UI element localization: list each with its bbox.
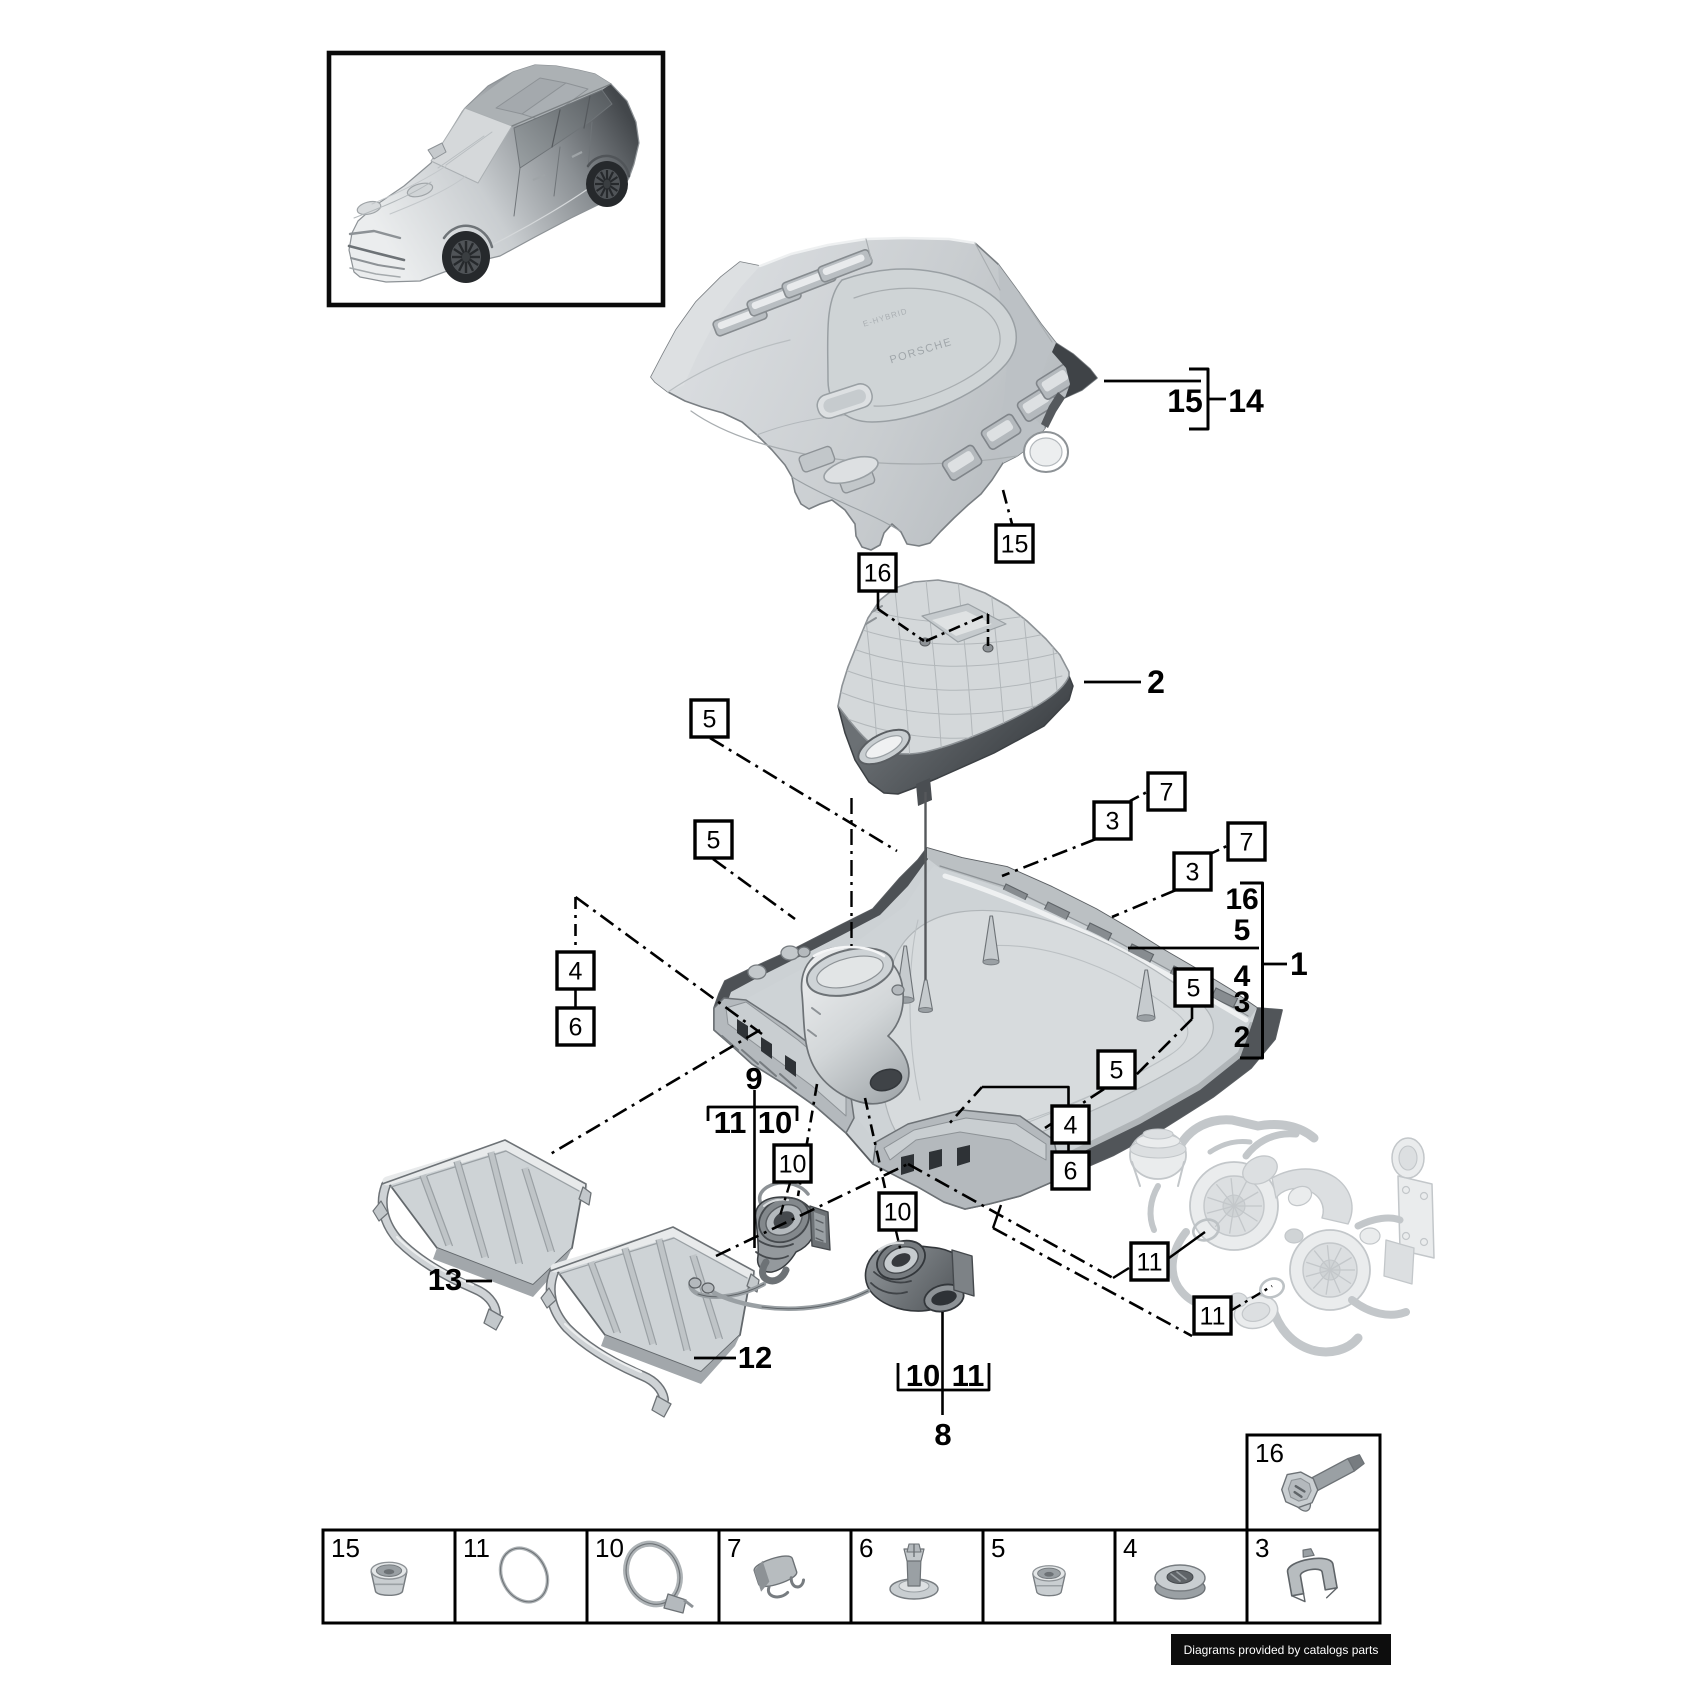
svg-text:5: 5 bbox=[1110, 1057, 1124, 1085]
svg-text:3: 3 bbox=[1106, 808, 1120, 836]
svg-text:6: 6 bbox=[859, 1533, 873, 1563]
svg-text:4: 4 bbox=[569, 958, 583, 986]
svg-text:11: 11 bbox=[952, 1358, 985, 1393]
svg-text:15: 15 bbox=[1001, 531, 1029, 559]
svg-text:3: 3 bbox=[1234, 986, 1251, 1019]
svg-text:8: 8 bbox=[934, 1417, 951, 1452]
svg-text:6: 6 bbox=[1064, 1158, 1078, 1186]
svg-text:13: 13 bbox=[428, 1262, 462, 1297]
svg-text:10: 10 bbox=[758, 1105, 792, 1140]
svg-text:3: 3 bbox=[1186, 859, 1200, 887]
svg-text:16: 16 bbox=[864, 560, 892, 588]
svg-text:16: 16 bbox=[1255, 1438, 1284, 1468]
svg-text:4: 4 bbox=[1234, 960, 1251, 993]
svg-text:1: 1 bbox=[1290, 946, 1308, 982]
svg-text:9: 9 bbox=[745, 1061, 762, 1096]
svg-text:10: 10 bbox=[779, 1151, 807, 1179]
svg-text:2: 2 bbox=[1234, 1021, 1251, 1054]
svg-text:5: 5 bbox=[703, 706, 717, 734]
svg-text:15: 15 bbox=[331, 1533, 360, 1563]
svg-text:4: 4 bbox=[1064, 1112, 1078, 1140]
svg-text:10: 10 bbox=[906, 1358, 940, 1393]
svg-text:5: 5 bbox=[707, 827, 721, 855]
svg-text:10: 10 bbox=[595, 1533, 624, 1563]
svg-text:10: 10 bbox=[884, 1199, 912, 1227]
svg-text:11: 11 bbox=[463, 1533, 490, 1563]
svg-text:7: 7 bbox=[1240, 829, 1254, 857]
svg-text:Diagrams provided by catalogs: Diagrams provided by catalogs parts bbox=[1184, 1643, 1379, 1657]
svg-text:7: 7 bbox=[1160, 779, 1174, 807]
svg-text:15: 15 bbox=[1167, 383, 1203, 419]
svg-text:12: 12 bbox=[738, 1340, 772, 1375]
svg-text:11: 11 bbox=[1200, 1303, 1226, 1331]
svg-text:4: 4 bbox=[1123, 1533, 1137, 1563]
svg-text:3: 3 bbox=[1255, 1533, 1269, 1563]
svg-text:5: 5 bbox=[1234, 914, 1251, 947]
svg-text:2: 2 bbox=[1147, 664, 1165, 700]
svg-text:16: 16 bbox=[1225, 883, 1258, 916]
svg-text:5: 5 bbox=[991, 1533, 1005, 1563]
svg-text:6: 6 bbox=[569, 1014, 583, 1042]
svg-text:14: 14 bbox=[1228, 383, 1264, 419]
svg-text:7: 7 bbox=[727, 1533, 741, 1563]
svg-text:5: 5 bbox=[1187, 975, 1201, 1003]
svg-text:11: 11 bbox=[1137, 1249, 1163, 1277]
svg-text:11: 11 bbox=[714, 1105, 747, 1140]
